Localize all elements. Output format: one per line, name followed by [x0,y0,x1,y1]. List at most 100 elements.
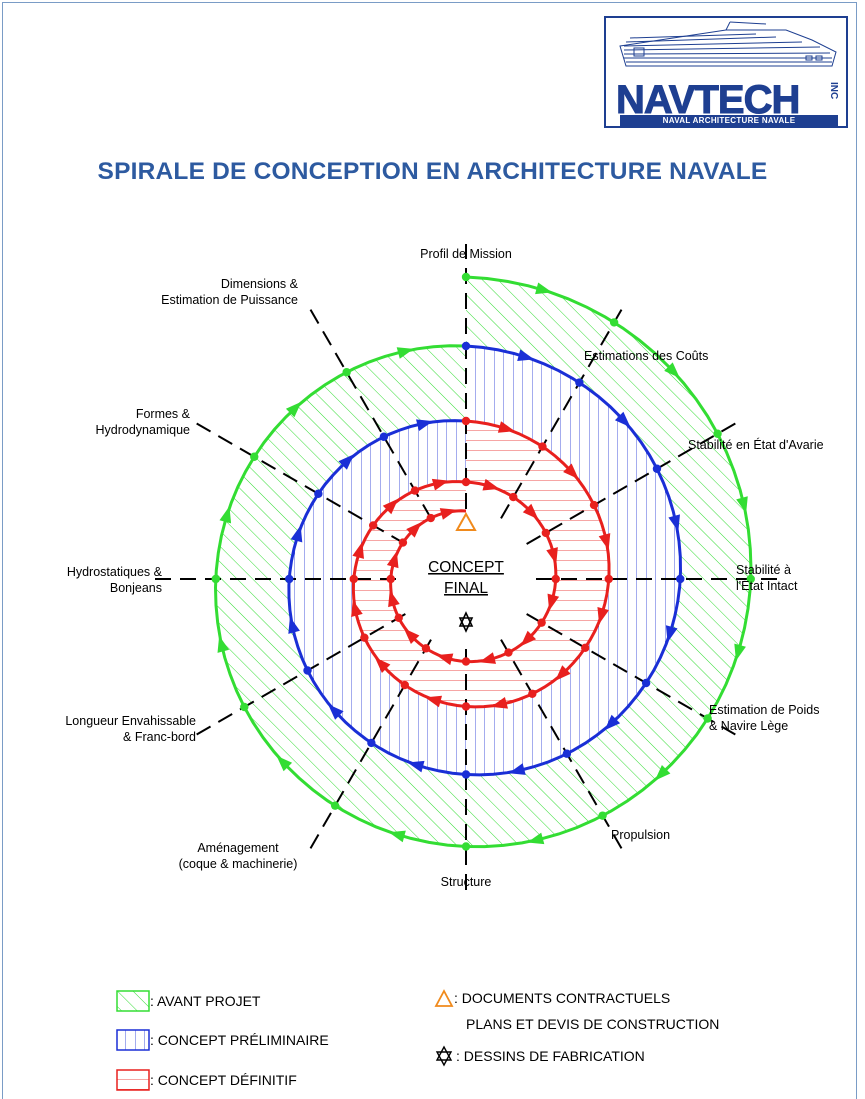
arrowhead [403,628,420,644]
legend-swatch-blue [116,1029,150,1051]
legend-label-fabrication: : DESSINS DE FABRICATION [456,1048,645,1064]
spiral-arrow [431,478,449,491]
spiral-arrow [668,514,680,532]
arrowhead [527,832,545,845]
spiral-node [379,432,389,441]
legend-swatch-green [116,990,150,1012]
arrowhead [396,347,414,359]
arrowhead [388,590,400,608]
spiral-arrow [439,508,457,520]
spiral-node [609,318,619,327]
arrowhead [546,547,558,565]
arrowhead [665,625,678,643]
spiral-arrow [665,625,678,643]
spoke-label: Formes & [136,407,191,421]
spiral-node [541,528,551,538]
spiral-arrow [388,830,406,843]
spiral-node [250,452,259,461]
legend-label-documents-line2: PLANS ET DEVIS DE CONSTRUCTION [466,1016,720,1032]
page-title: SPIRALE DE CONCEPTION EN ARCHITECTURE NA… [97,158,768,185]
legend-concept-preliminaire: : CONCEPT PRÉLIMINAIRE [116,1028,329,1052]
arrowhead [547,593,560,611]
arrowhead [604,714,621,731]
spiral-arrow [352,541,364,559]
spiral-node [703,714,712,723]
arrowhead [508,763,526,775]
arrowhead [407,760,425,773]
spiral-arrow [217,635,230,653]
spiral-arrow [374,657,391,673]
spiral-arrow [546,547,558,565]
legend-label-concept-preliminaire: : CONCEPT PRÉLIMINAIRE [150,1032,329,1048]
spiral-node [386,574,395,584]
legend-triangle-icon [434,989,454,1007]
spiral-node [575,378,584,387]
arrowhead [517,349,535,361]
spiral-arrow [522,503,539,520]
arrowhead [668,514,680,532]
spiral-arrow [290,525,303,543]
fill-avant-projet [215,277,751,847]
spiral-node [537,618,546,627]
spiral-arrow [219,506,232,524]
arrowhead [736,496,748,514]
spiral-node [562,749,572,758]
arrowhead [276,755,293,772]
spiral-node [360,633,369,642]
spiral-arrow [654,765,671,781]
arrowhead [386,551,399,569]
spiral-node [426,513,435,523]
spiral-arrow [285,401,302,418]
arrowhead [522,503,539,520]
spiral-arrow [664,362,680,378]
arrowhead [406,522,422,538]
spoke-label: Estimation de Poids [709,703,819,717]
arrowhead [374,657,391,673]
spiral-nodes [211,272,755,851]
legend-label-avant-projet: : AVANT PROJET [150,993,261,1009]
spiral-arrow [396,347,414,359]
spoke-label: & Navire Lège [709,719,788,733]
arrowhead [431,478,449,491]
spoke-label: Longueur Envahissable [65,714,196,728]
spiral-node [398,538,408,547]
arrowhead [555,665,571,681]
spoke-line [306,639,432,855]
spoke-line [500,303,626,519]
arrowhead [338,454,354,470]
spiral-arrow [386,551,399,569]
spoke-label: Estimations des Coûts [584,349,708,363]
spiral-node [349,574,358,584]
spiral-node [461,341,471,351]
spiral-node [461,416,471,426]
spiral-node [368,521,378,530]
arrowhead [436,653,454,666]
spiral-node [303,666,312,675]
spoke-line [526,419,742,545]
spoke-line [306,303,432,519]
spiral-node [676,574,685,584]
spiral-arrow [734,643,746,661]
arrowhead [285,401,302,418]
legend-fabrication: : DESSINS DE FABRICATION [432,1044,645,1068]
spiral-node [342,368,351,377]
arrowhead [734,643,746,661]
yacht-illustration [619,21,837,67]
spiral-node [713,429,722,438]
spiral-node [504,648,513,657]
spiral-node [641,678,651,688]
legend-concept-definitif: : CONCEPT DÉFINITIF [116,1068,297,1092]
arrowhead [217,635,230,653]
spiral-arrow [491,696,509,709]
spiral-arrow [597,606,610,624]
spiral-node [367,738,376,748]
spiral-node [330,801,340,810]
spiral-arrow [517,349,535,361]
legend-avant-projet: : AVANT PROJET [116,989,260,1013]
spiral-arrow [555,665,571,681]
spoke-label: Estimation de Puissance [161,293,298,307]
navtech-logo: NAVTECH INC NAVAL ARCHITECTURE NAVALE [604,16,848,128]
center-label-line2: FINAL [444,580,488,597]
spiral-node [589,500,599,510]
